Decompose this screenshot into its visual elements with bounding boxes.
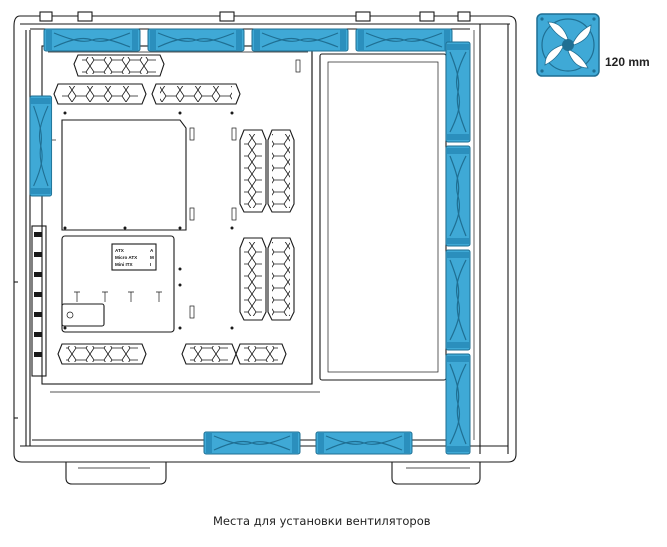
fan-120mm-icon xyxy=(536,13,600,77)
micro-atx-label: Micro ATX xyxy=(115,255,138,260)
psu-shroud xyxy=(42,46,320,393)
fan-mount-front xyxy=(445,41,471,455)
board-form-factor-label: ATX A Micro ATX M Mini ITX I xyxy=(111,243,157,271)
fan-size-label: 120 mm xyxy=(605,55,650,69)
motherboard-tray: ATX A Micro ATX M Mini ITX I xyxy=(41,45,313,385)
front-chamber xyxy=(319,53,447,381)
fan-mount-rear xyxy=(29,95,53,197)
diagram-caption: Места для установки вентиляторов xyxy=(213,514,431,528)
pc-case xyxy=(13,11,517,485)
atx-label: ATX xyxy=(115,248,125,253)
legend: 120 mm xyxy=(536,13,650,77)
rear-expansion-slots xyxy=(14,225,47,419)
atx-mark: A xyxy=(150,248,154,253)
micro-atx-mark: M xyxy=(150,255,154,260)
mini-itx-mark: I xyxy=(150,262,151,267)
fan-mount-bottom xyxy=(203,431,413,455)
mini-itx-label: Mini ITX xyxy=(115,262,134,267)
fan-mount-top xyxy=(43,28,453,52)
